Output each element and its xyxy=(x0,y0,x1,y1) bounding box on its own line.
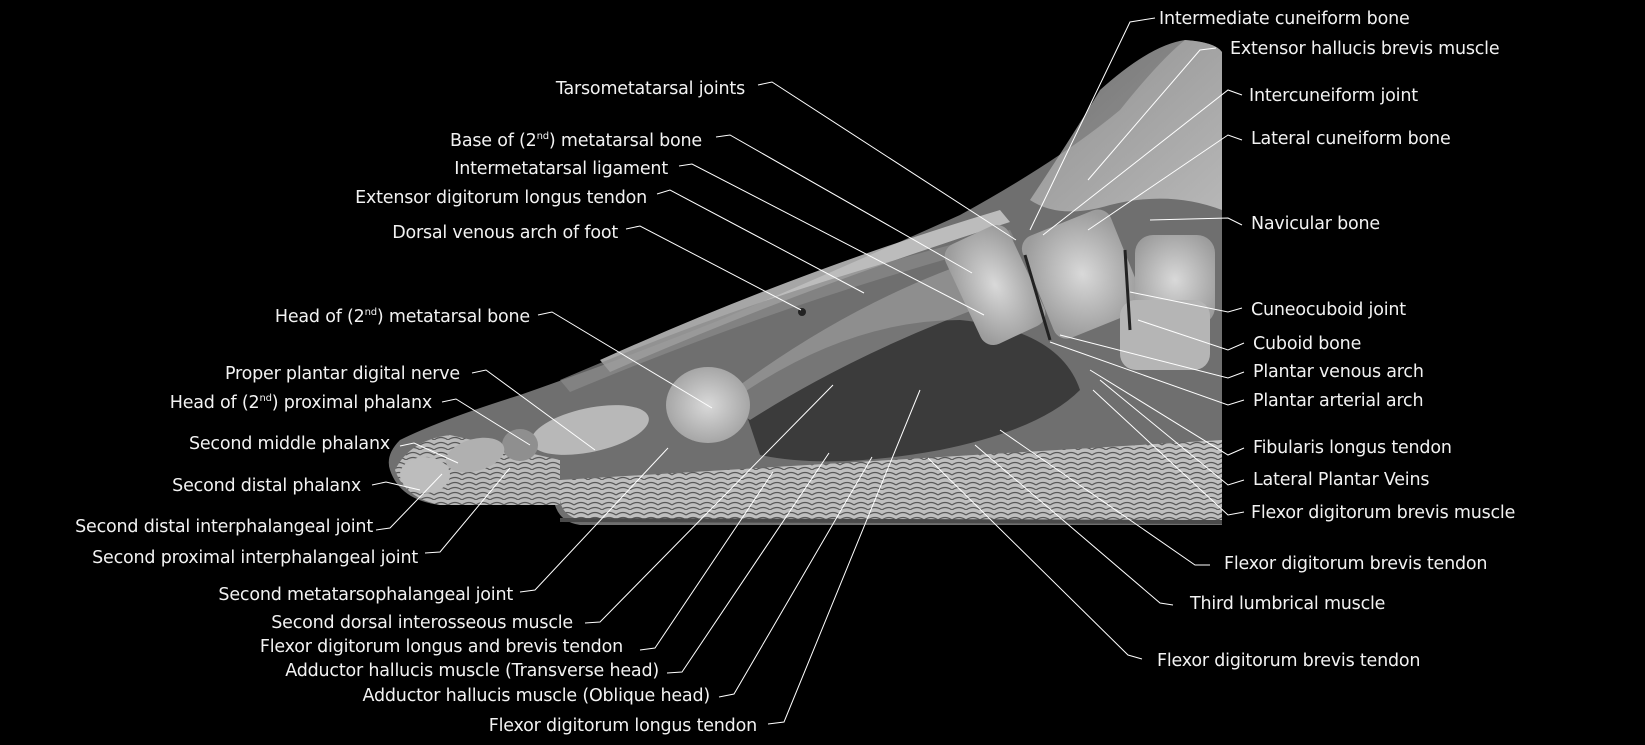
label-adductor-hallucis-transverse: Adductor hallucis muscle (Transverse hea… xyxy=(285,661,659,681)
label-intercuneiform-joint: Intercuneiform joint xyxy=(1249,86,1418,106)
label-head-2nd-proximal-phalanx: Head of (2nd) proximal phalanx xyxy=(169,393,432,413)
label-third-lumbrical-muscle: Third lumbrical muscle xyxy=(1190,594,1386,614)
label-base-2nd-metatarsal: Base of (2nd) metatarsal bone xyxy=(450,131,702,151)
label-flexor-digitorum-brevis-tendon-1: Flexor digitorum brevis tendon xyxy=(1224,554,1488,574)
label-tarsometatarsal-joints: Tarsometatarsal joints xyxy=(555,79,745,99)
label-second-dorsal-interosseous: Second dorsal interosseous muscle xyxy=(271,613,573,633)
label-second-pip-joint: Second proximal interphalangeal joint xyxy=(92,548,418,568)
label-lateral-plantar-veins: Lateral Plantar Veins xyxy=(1253,470,1430,490)
label-fibularis-longus-tendon: Fibularis longus tendon xyxy=(1253,438,1452,458)
label-intermediate-cuneiform-bone: Intermediate cuneiform bone xyxy=(1159,9,1410,29)
label-intermetatarsal-ligament: Intermetatarsal ligament xyxy=(454,159,668,179)
label-fdl-fdb-tendon: Flexor digitorum longus and brevis tendo… xyxy=(259,637,623,657)
label-extensor-digitorum-longus-tendon: Extensor digitorum longus tendon xyxy=(355,188,647,208)
label-extensor-hallucis-brevis-muscle: Extensor hallucis brevis muscle xyxy=(1230,39,1500,59)
leader-lines xyxy=(371,17,1245,725)
label-lateral-cuneiform-bone: Lateral cuneiform bone xyxy=(1251,129,1451,149)
label-second-mtp-joint: Second metatarsophalangeal joint xyxy=(218,585,513,605)
label-flexor-digitorum-brevis-muscle: Flexor digitorum brevis muscle xyxy=(1251,503,1516,523)
foot-silhouette xyxy=(388,40,1223,525)
label-plantar-arterial-arch: Plantar arterial arch xyxy=(1253,391,1424,411)
label-flexor-digitorum-brevis-tendon-2: Flexor digitorum brevis tendon xyxy=(1157,651,1421,671)
label-navicular-bone: Navicular bone xyxy=(1251,214,1380,234)
label-second-middle-phalanx: Second middle phalanx xyxy=(188,434,390,454)
label-proper-plantar-digital-nerve: Proper plantar digital nerve xyxy=(224,364,460,384)
label-adductor-hallucis-oblique: Adductor hallucis muscle (Oblique head) xyxy=(362,686,711,706)
label-cuneocuboid-joint: Cuneocuboid joint xyxy=(1251,300,1406,320)
label-dorsal-venous-arch: Dorsal venous arch of foot xyxy=(392,223,618,243)
label-head-2nd-metatarsal: Head of (2nd) metatarsal bone xyxy=(274,307,530,327)
label-cuboid-bone: Cuboid bone xyxy=(1253,334,1362,354)
label-flexor-digitorum-longus-tendon: Flexor digitorum longus tendon xyxy=(488,716,757,736)
label-plantar-venous-arch: Plantar venous arch xyxy=(1253,362,1424,382)
label-second-dip-joint: Second distal interphalangeal joint xyxy=(75,517,373,537)
label-second-distal-phalanx: Second distal phalanx xyxy=(172,476,361,496)
